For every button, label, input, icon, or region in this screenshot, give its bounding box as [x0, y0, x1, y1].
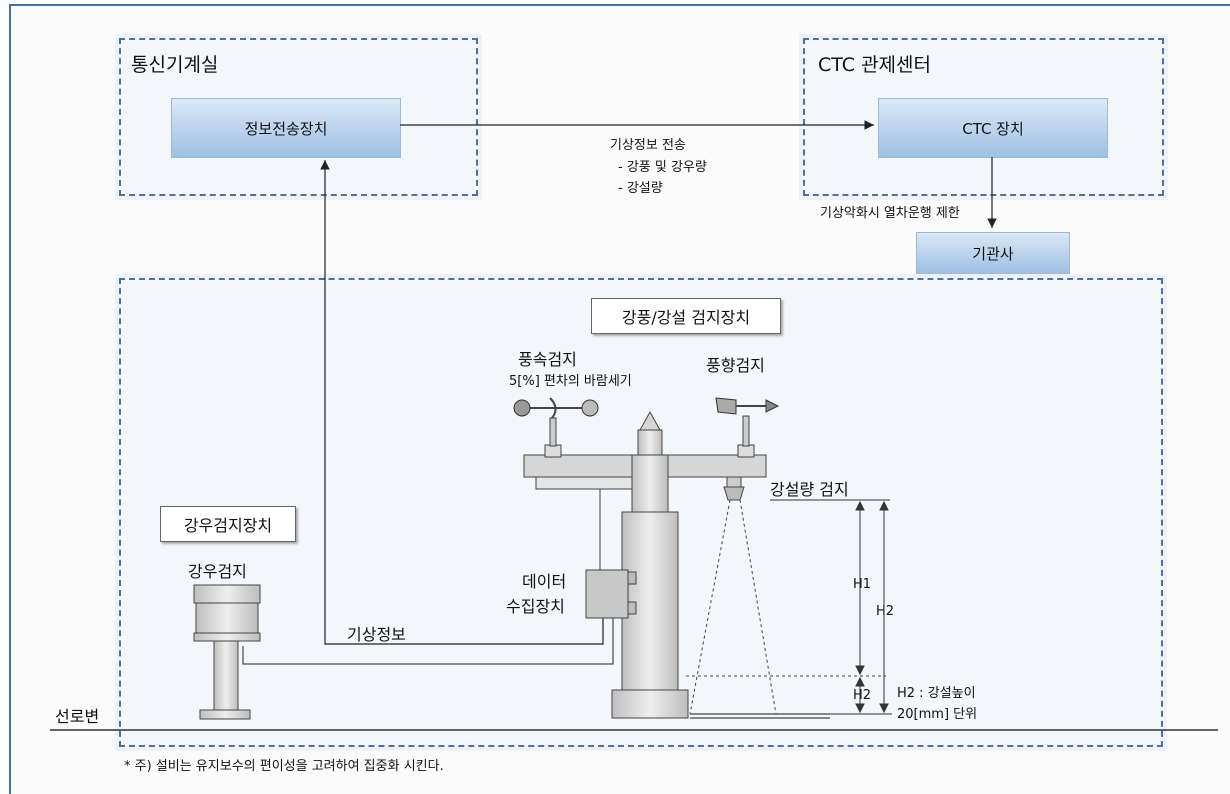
wind-snow-detector-label: 강풍/강설 검지장치	[591, 298, 781, 334]
footnote: * 주) 설비는 유지보수의 편이성을 고려하여 집중화 시킨다.	[124, 759, 444, 774]
anemometer-label: 풍속검지	[518, 350, 577, 369]
data-logger-label-1: 데이터	[522, 572, 567, 591]
rain-gauge-drawing	[193, 584, 261, 720]
info-transmitter-box: 정보전송장치	[171, 98, 401, 158]
restriction-label: 기상악화시 열차운행 제한	[820, 206, 960, 221]
ctc-device-box: CTC 장치	[878, 98, 1108, 158]
dimension-lines	[770, 499, 892, 715]
h2-unit: 20[mm] 단위	[897, 707, 978, 722]
wind-rain-item: - 강풍 및 강우량	[618, 160, 707, 175]
trackside-label: 선로변	[55, 707, 100, 726]
h2-right-label: H2	[876, 604, 895, 619]
wind-vane-label: 풍향검지	[706, 356, 765, 375]
snow-item: - 강설량	[618, 181, 663, 196]
rain-detector-unit-label: 강우검지장치	[160, 506, 296, 542]
comm-room-title: 통신기계실	[131, 54, 219, 76]
rain-cable	[242, 600, 614, 665]
sensor-tower-drawing	[513, 397, 780, 719]
snow-sensor-label: 강설량 검지	[770, 480, 849, 499]
weather-info-label: 기상정보	[347, 625, 406, 644]
ctc-center-title: CTC 관제센터	[818, 54, 931, 76]
h1-label: H1	[853, 577, 872, 592]
snow-sensor-beam	[686, 499, 886, 715]
anemometer-note: 5[%] 편차의 바람세기	[509, 374, 632, 389]
h2-note: H2 : 강설높이	[897, 686, 976, 701]
engineer-box: 기관사	[916, 232, 1070, 274]
h2-small-label: H2	[853, 688, 872, 703]
rain-sensor-label: 강우검지	[188, 562, 247, 581]
arm-cable	[557, 477, 601, 570]
weather-transmission-label: 기상정보 전송	[610, 138, 686, 153]
weather-info-line	[320, 160, 604, 645]
data-logger-label-2: 수집장치	[506, 597, 565, 616]
